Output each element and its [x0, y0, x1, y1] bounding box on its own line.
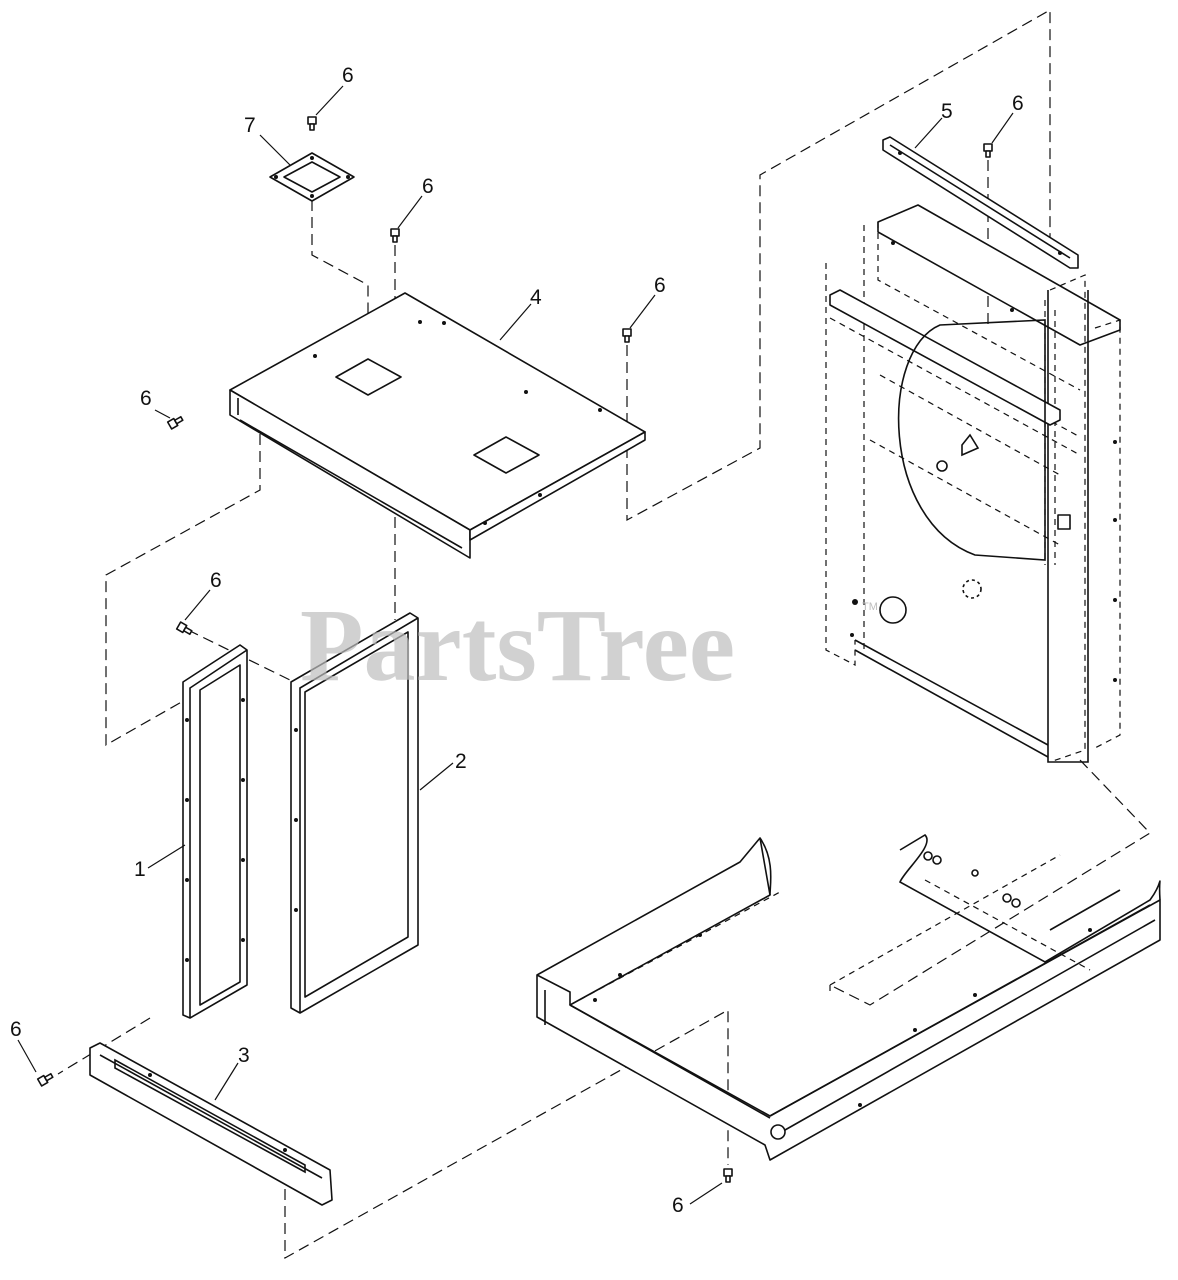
callout-1: 1: [134, 858, 146, 881]
callout-5: 5: [941, 100, 953, 123]
part-1-side-frame: [182, 644, 248, 1019]
base-frame-assembly: [536, 833, 1161, 1161]
callout-6-top-cover-screw: 6: [342, 64, 354, 87]
part-7-cover-plate: [269, 152, 355, 202]
screw-side-frame: [175, 621, 193, 636]
watermark: PartsTree TM: [300, 588, 878, 703]
part-2-panel: [290, 612, 419, 1014]
callout-labels: 6 7 6 6 4 6 5 6 6 2 1 6 3 6: [10, 64, 1024, 1217]
watermark-tm: TM: [862, 601, 878, 613]
screw-bottom-rail: [36, 1072, 54, 1087]
callout-6-side-frame-screw: 6: [210, 569, 222, 592]
screw-radiator: [983, 143, 993, 158]
screw-left-top-panel: [166, 415, 184, 430]
callout-2: 2: [455, 750, 467, 773]
callout-6-top-panel-screw: 6: [422, 175, 434, 198]
screw-top-panel: [390, 228, 400, 243]
callout-leaders: [17, 85, 1014, 1205]
part-5-top-bracket: [882, 136, 1079, 269]
callout-6-base-screw: 6: [672, 1194, 684, 1217]
callout-3: 3: [238, 1044, 250, 1067]
watermark-text: PartsTree: [300, 588, 735, 703]
part-4-top-panel: [229, 292, 646, 559]
callout-4: 4: [530, 286, 542, 309]
screw-top-cover: [307, 116, 317, 131]
radiator-frame-assembly: [825, 204, 1121, 763]
screw-right-top-panel: [622, 328, 632, 343]
callout-6-radiator-screw: 6: [1012, 92, 1024, 115]
callout-6-bottom-rail-screw: 6: [10, 1018, 22, 1041]
callout-6-left-screw: 6: [140, 387, 152, 410]
screw-base-frame: [723, 1168, 733, 1183]
part-3-bottom-rail: [89, 1042, 333, 1206]
part-6-screws: [36, 116, 993, 1183]
callout-7: 7: [244, 114, 256, 137]
callout-6-right-screw: 6: [654, 274, 666, 297]
